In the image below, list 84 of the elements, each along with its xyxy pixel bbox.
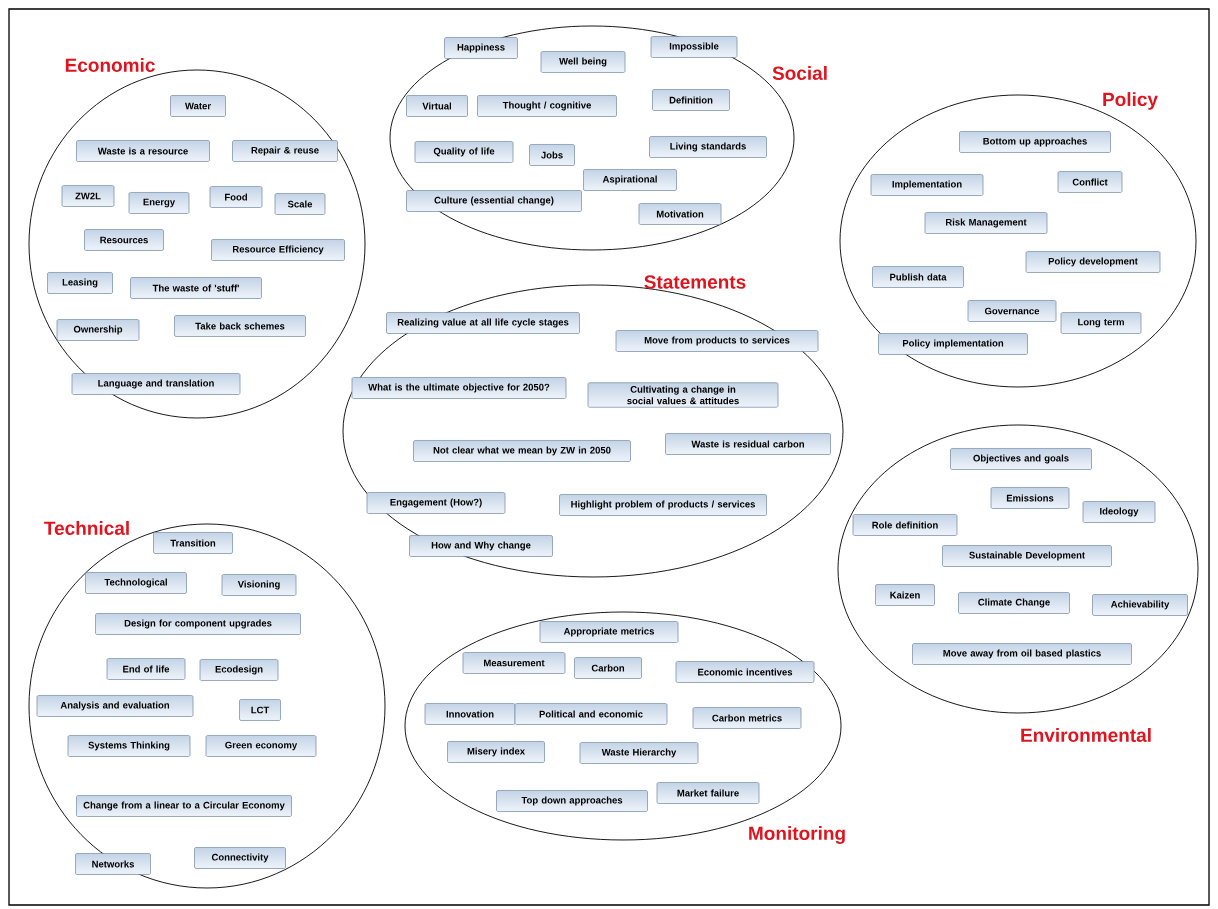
concept-box: The waste of 'stuff' [130,277,262,299]
concept-box: Carbon [574,657,642,679]
concept-box: Change from a linear to a Circular Economy [76,795,292,817]
concept-box: LCT [239,699,281,721]
concept-box: Analysis and evaluation [36,695,194,717]
concept-box: Waste Hierarchy [579,742,699,764]
concept-box: Not clear what we mean by ZW in 2050 [413,440,631,462]
concept-box: Objectives and goals [950,448,1092,470]
concept-box: Connectivity [194,847,286,869]
concept-box: Leasing [47,272,113,294]
concept-box: Bottom up approaches [959,131,1111,153]
concept-box: Top down approaches [496,790,648,812]
concept-box: Climate Change [958,592,1070,614]
concept-box: Publish data [872,266,964,288]
concept-box: Water [170,95,226,117]
concept-box: Measurement [462,652,566,674]
concept-box: Waste is a resource [76,140,210,162]
concept-box: Policy development [1025,251,1161,273]
concept-box: Motivation [638,203,722,225]
concept-box: Design for component upgrades [95,613,301,635]
concept-box: Conflict [1057,171,1123,193]
concept-box: Energy [128,192,190,214]
concept-box: Living standards [649,136,767,158]
concept-box: Jobs [529,144,575,166]
concept-box: Virtual [406,95,468,117]
concept-box: Technological [85,572,187,594]
category-heading: Statements [644,275,746,289]
category-heading: Monitoring [749,826,845,844]
concept-box: Governance [967,300,1057,322]
concept-box: Long term [1060,312,1142,334]
concept-box: Transition [153,532,233,554]
concept-box: Take back schemes [174,315,306,337]
concept-box: Kaizen [875,584,935,606]
concept-box: Thought / cognitive [477,95,617,117]
concept-box: Economic incentives [675,661,815,683]
concept-box: Ecodesign [199,659,279,681]
concept-box: Sustainable Development [942,545,1112,567]
concept-box: Waste is residual carbon [665,433,831,455]
concept-box: Move away from oil based plastics [912,643,1132,665]
concept-box: Appropriate metrics [539,621,679,643]
concept-box: Aspirational [583,169,677,191]
concept-box: Happiness [444,37,518,59]
concept-box: ZW2L [61,185,115,207]
concept-box: Implementation [870,174,984,196]
concept-box: Highlight problem of products / services [559,494,767,516]
concept-box: Visioning [221,574,297,596]
concept-box: Move from products to services [615,330,819,352]
concept-box: Food [209,186,263,208]
concept-box: Networks [75,853,151,875]
concept-box: Ownership [56,319,140,341]
concept-box: What is the ultimate objective for 2050? [351,377,567,399]
concept-box: Cultivating a change in social values & attitudes [587,382,779,408]
concept-box: Policy implementation [878,333,1028,355]
concept-box: Engagement (How?) [366,492,506,514]
concept-box: Impossible [650,36,738,58]
concept-box: End of life [106,658,186,680]
concept-box: Risk Management [924,212,1048,234]
concept-box: How and Why change [409,535,553,557]
concept-box: Realizing value at all life cycle stages [386,312,580,334]
concept-box: Misery index [447,741,545,763]
concept-box: Resource Efficiency [211,239,345,261]
concept-box: Emissions [990,487,1070,509]
category-heading: Economic [65,58,155,72]
category-heading: Social [772,66,827,80]
concept-box: Resources [84,229,164,251]
concept-box: Political and economic [514,703,668,725]
concept-box: Systems Thinking [67,735,191,757]
concept-box: Market failure [656,782,760,804]
concept-box: Definition [652,89,730,111]
concept-box: Green economy [205,735,317,757]
category-heading: Policy [1103,92,1158,110]
concept-box: Innovation [424,703,516,725]
concept-box: Well being [540,51,626,73]
concept-box: Quality of life [414,141,514,163]
concept-box: Role definition [852,514,958,536]
concept-box: Achievability [1092,594,1188,616]
concept-box: Ideology [1082,501,1156,523]
concept-box: Carbon metrics [692,707,802,729]
concept-box: Repair & reuse [232,140,338,162]
concept-box: Language and translation [71,373,241,395]
category-heading: Technical [44,521,129,535]
concept-box: Culture (essential change) [406,190,582,212]
category-heading: Environmental [1021,728,1151,742]
concept-box: Scale [274,193,326,215]
